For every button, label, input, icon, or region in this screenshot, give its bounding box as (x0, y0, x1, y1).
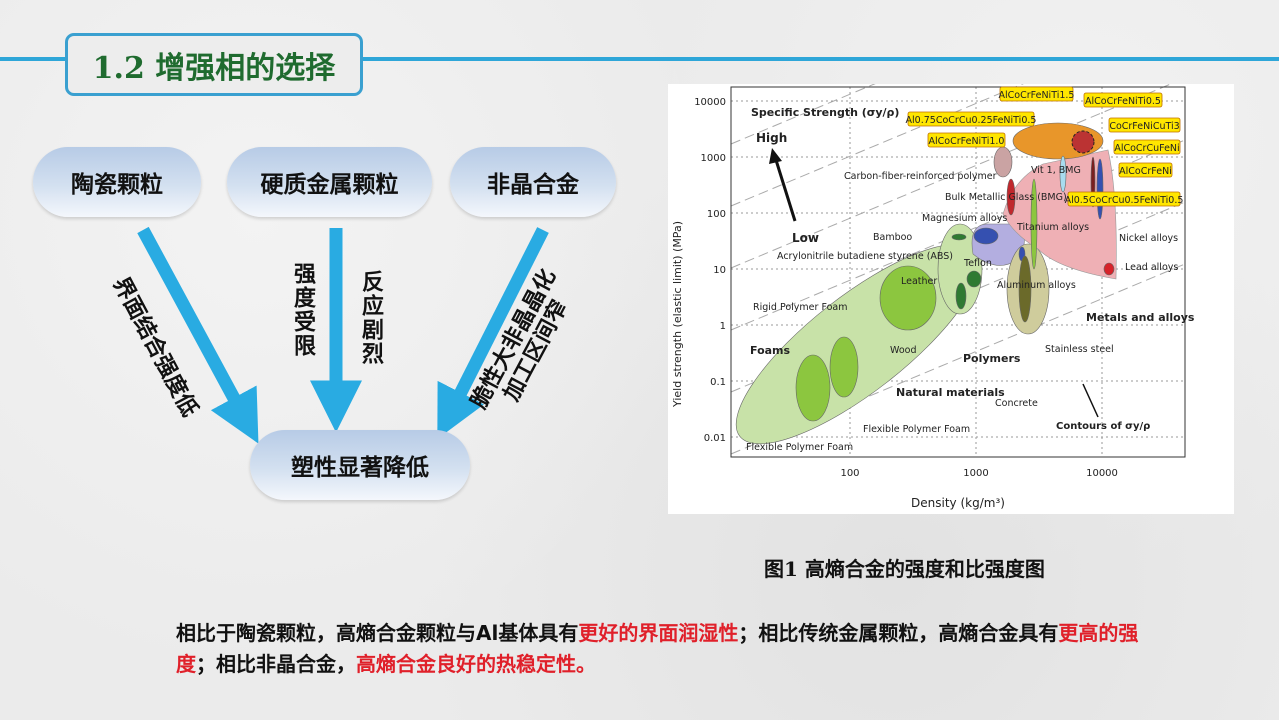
material-label: Polymers (963, 352, 1021, 365)
y-axis-label: Yield strength (elastic limit) (MPa) (671, 221, 684, 408)
result-plasticity-decrease: 塑性显著降低 (250, 430, 470, 500)
hea-label-box (1067, 191, 1181, 207)
x-tick-label: 100 (840, 468, 859, 479)
arrow-ceramic (137, 226, 259, 444)
hea-label: AlCoCrCuFeNi (1114, 143, 1179, 154)
hea-label-box (1108, 117, 1181, 133)
bamboo-marker (951, 233, 967, 241)
wood-marker (955, 282, 967, 310)
source-hard-metal-particles: 硬质金属颗粒 (227, 147, 432, 217)
contour-line (730, 77, 1186, 269)
figure-caption: 图1 高熵合金的强度和比强度图 (764, 557, 1045, 581)
material-label: Metals and alloys (1086, 311, 1195, 324)
summary-highlight-3: 高熵合金良好的热稳定性。 (356, 652, 596, 676)
source-amorphous-alloy: 非晶合金 (450, 147, 616, 217)
natural-materials-region (937, 223, 983, 315)
hea-label-box (907, 111, 1035, 127)
source-ceramic-particles: 陶瓷颗粒 (33, 147, 201, 217)
summary-highlight-1: 更好的界面润湿性 (578, 621, 739, 645)
chart-svg: 100 1000 10000 10000 1000 100 10 1 0.1 0.01 Densi… (671, 0, 1195, 510)
plot-frame (730, 86, 1186, 458)
contours-arrow (1082, 383, 1099, 418)
x-axis-label: Density (kg/m³) (911, 496, 1005, 510)
material-label: Bulk Metallic Glass (BMG) (945, 192, 1067, 203)
y-tick-label: 10 (713, 265, 726, 276)
leather-marker (966, 270, 982, 288)
x-tick-label: 1000 (963, 468, 988, 479)
material-label: Leather (901, 276, 937, 287)
strength-density-chart: 100 1000 10000 10000 1000 100 10 1 0.1 0.01 Densi… (668, 0, 1234, 514)
high-label: High (756, 131, 787, 145)
material-label: Vit 1, BMG (1031, 165, 1081, 176)
hea-label-box (1083, 92, 1163, 108)
y-tick-label: 10000 (694, 97, 726, 108)
arrow-amorphous (437, 227, 549, 440)
material-label: Carbon-fiber-reinforced polymer (844, 171, 997, 182)
hea-label-box (1118, 162, 1173, 178)
reason-violent-reaction: 反应剧烈 (358, 270, 383, 366)
concrete-marker (1018, 255, 1032, 323)
specific-strength-label: Specific Strength (σy/ρ) (751, 106, 899, 119)
material-label: Aluminum alloys (997, 280, 1076, 291)
hea-label: AlCoCrFeNiTi0.5 (1085, 96, 1161, 107)
summary-text-3: ；相比非晶合金， (196, 652, 356, 676)
material-label: Bamboo (873, 232, 912, 243)
low-label: Low (792, 231, 819, 245)
material-label: Flexible Polymer Foam (746, 442, 853, 453)
hea-label: Al0.5CoCrCu0.5FeNiTi0.5 (1065, 195, 1184, 206)
contours-label: Contours of σy/ρ (1056, 421, 1150, 432)
lead-marker (1103, 262, 1115, 276)
high-low-arrow (774, 159, 797, 222)
diagram-arrows (137, 226, 549, 444)
rigid-foam-marker (879, 265, 937, 331)
material-label: Concrete (995, 398, 1038, 409)
hea-label: AlCoCrFeNiTi1.0 (929, 136, 1005, 147)
hea-cluster (1071, 130, 1095, 154)
y-tick-label: 100 (707, 209, 726, 220)
material-label: Stainless steel (1045, 344, 1114, 355)
material-label: Natural materials (896, 386, 1005, 399)
title-divider-line (0, 57, 1279, 61)
magnesium-abs-marker (973, 227, 999, 245)
material-label: Rigid Polymer Foam (753, 302, 847, 313)
summary-highlight-2: 更高的强度 (176, 621, 1139, 676)
hea-label-box (999, 86, 1074, 102)
bmg-marker (1006, 178, 1016, 216)
reason-strength-limited: 强度受限 (290, 262, 315, 358)
y-tick-label: 1 (720, 321, 726, 332)
y-tick-label: 1000 (701, 153, 726, 164)
hea-label-box (927, 132, 1006, 148)
hea-label: AlCoCrFeNi (1119, 166, 1172, 177)
vit1-bmg-marker (1059, 155, 1067, 193)
summary-paragraph: 相比于陶瓷颗粒，高熵合金颗粒与Al基体具有更好的界面润湿性；相比传统金属颗粒，高… (176, 618, 1156, 680)
hea-label: CoCrFeNiCuTi3 (1109, 121, 1179, 132)
cfrp-region (993, 146, 1013, 178)
flexible-foam-marker (829, 336, 859, 398)
hea-label: AlCoCrFeNiTi1.5 (999, 90, 1075, 101)
material-label: Flexible Polymer Foam (863, 424, 970, 435)
material-label: Nickel alloys (1119, 233, 1178, 244)
hea-label: Al0.75CoCrCu0.25FeNiTi0.5 (906, 115, 1037, 126)
x-tick-label: 10000 (1086, 468, 1118, 479)
material-label: Magnesium alloys (922, 213, 1007, 224)
material-label: Foams (750, 344, 791, 357)
summary-text-1: 相比于陶瓷颗粒，高熵合金颗粒与Al基体具有 (176, 621, 579, 645)
page-title: 1.2 增强相的选择 (65, 33, 363, 96)
high-low-arrowhead (769, 148, 782, 164)
material-label: Lead alloys (1125, 262, 1178, 273)
material-label: Acrylonitrile butadiene styrene (ABS) (777, 251, 953, 262)
y-tick-label: 0.1 (710, 377, 726, 388)
y-tick-label: 0.01 (704, 433, 726, 444)
material-label: Titanium alloys (1016, 222, 1089, 233)
material-label: Wood (890, 345, 917, 356)
flexible-foam-marker (795, 354, 831, 422)
material-label: Teflon (963, 258, 992, 269)
nickel-marker (1096, 158, 1104, 220)
hea-label-box (1113, 139, 1181, 155)
titanium-marker (1030, 178, 1038, 270)
summary-text-2: ；相比传统金属颗粒，高熵合金具有 (738, 621, 1059, 645)
